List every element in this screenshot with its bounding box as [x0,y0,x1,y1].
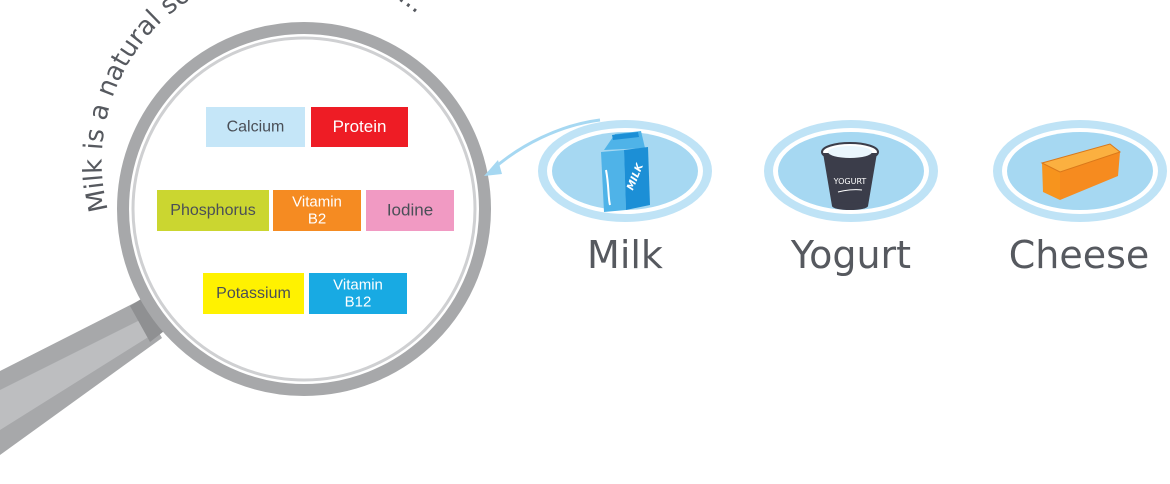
nutrient-box-phosphorus: Phosphorus [157,190,269,231]
nutrient-label: Calcium [227,119,285,136]
arrow-head-icon [484,160,502,176]
cheese-wedge-icon [1040,143,1122,200]
nutrient-box-bg [311,107,408,147]
nutrient-label: Potassium [216,285,291,302]
nutrient-label: Vitamin [292,193,342,210]
nutrient-box-calcium: Calcium [206,107,305,147]
nutrient-label: Phosphorus [170,202,255,219]
food-label-yogurt: Yogurt [790,233,912,277]
nutrient-box-bg [309,273,407,314]
milk-arrow [484,118,601,176]
nutrient-label: B2 [308,210,326,227]
lens-inner-ring [131,36,477,382]
nutrient-box-protein: Protein [311,107,408,147]
nutrient-box-bg [206,107,305,147]
nutrient-box-potassium: Potassium [203,273,304,314]
nutrient-box-bg [273,190,361,231]
cup-label: YOGURT [833,177,867,186]
nutrient-label: B12 [345,293,372,310]
nutrient-box-iodine: Iodine [366,190,454,231]
yogurt-cup-icon: YOGURT [821,142,879,210]
nutrient-box-bg [157,190,269,231]
food-label-cheese: Cheese [1008,233,1150,277]
nutrient-label: Iodine [387,200,433,219]
milk-carton-icon: MILK [601,131,650,212]
food-label-milk: Milk [587,233,663,277]
nutrient-label: Vitamin [333,276,383,293]
nutrient-box-bg [366,190,454,231]
nutrient-box-bg [203,273,304,314]
nutrient-label: Protein [333,117,387,136]
